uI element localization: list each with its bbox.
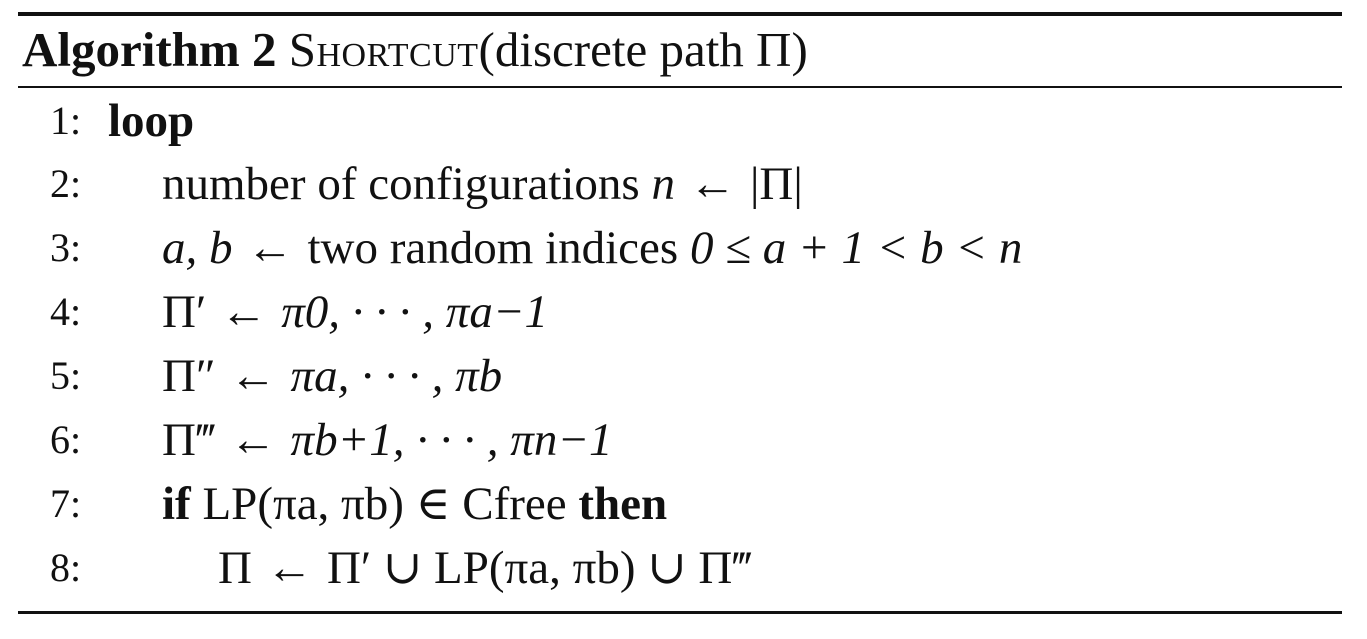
line-content: Π″←πa, · · · , πb <box>162 344 502 408</box>
subpath-expression: πa, · · · , πb <box>290 350 503 402</box>
line-content: a, b←two random indices 0 ≤ a + 1 < b < … <box>162 216 1022 280</box>
line-content: Π‴←πb+1, · · · , πn−1 <box>162 408 613 472</box>
assign-arrow: ← <box>688 158 736 210</box>
loop-keyword: loop <box>108 95 195 147</box>
subpath-expression: πb+1, · · · , πn−1 <box>290 414 613 466</box>
line-content: if LP(πa, πb) ∈ Cfree then <box>162 472 667 536</box>
algorithm-name: Shortcut <box>288 22 479 77</box>
line-content: Π←Π′ ∪ LP(πa, πb) ∪ Π‴ <box>218 536 752 600</box>
line-number: 6: <box>50 417 82 462</box>
then-keyword: then <box>578 478 668 530</box>
path-triple-prime: Π‴ <box>162 414 216 466</box>
statement-text: two random indices <box>307 222 679 274</box>
path-pi: Π <box>218 542 252 594</box>
line-number: 2: <box>50 161 82 206</box>
line-number: 4: <box>50 289 82 334</box>
header-rule <box>18 86 1342 88</box>
assign-arrow: ← <box>220 286 268 338</box>
algorithm-title: Algorithm 2 Shortcut(discrete path Π) <box>22 18 808 82</box>
path-prime: Π′ <box>162 286 207 338</box>
algorithm-label: Algorithm 2 <box>22 22 277 77</box>
line-number: 8: <box>50 545 82 590</box>
line-number: 1: <box>50 98 82 143</box>
algorithm-signature: (discrete path Π) <box>478 22 808 77</box>
line-content: number of configurations n←|Π| <box>162 152 803 216</box>
assign-arrow: ← <box>229 414 277 466</box>
assign-arrow: ← <box>246 222 294 274</box>
bottom-rule <box>18 611 1342 614</box>
assign-arrow: ← <box>229 350 277 402</box>
path-cardinality: |Π| <box>749 158 803 210</box>
variables-a-b: a, b <box>162 222 233 274</box>
shortcut-union-expression: Π′ ∪ LP(πa, πb) ∪ Π‴ <box>326 542 752 594</box>
line-number: 3: <box>50 225 82 270</box>
if-keyword: if <box>162 478 191 530</box>
path-double-prime: Π″ <box>162 350 216 402</box>
assign-arrow: ← <box>265 542 313 594</box>
line-content: Π′←π0, · · · , πa−1 <box>162 280 548 344</box>
line-number: 7: <box>50 481 82 526</box>
line-content: loop <box>108 89 194 153</box>
statement-text: number of configurations <box>162 158 640 210</box>
variable-n: n <box>651 158 675 210</box>
top-rule <box>18 12 1342 16</box>
collision-free-condition: LP(πa, πb) ∈ Cfree <box>202 478 567 530</box>
index-condition: 0 ≤ a + 1 < b < n <box>689 222 1023 274</box>
line-number: 5: <box>50 353 82 398</box>
subpath-expression: π0, · · · , πa−1 <box>281 286 549 338</box>
